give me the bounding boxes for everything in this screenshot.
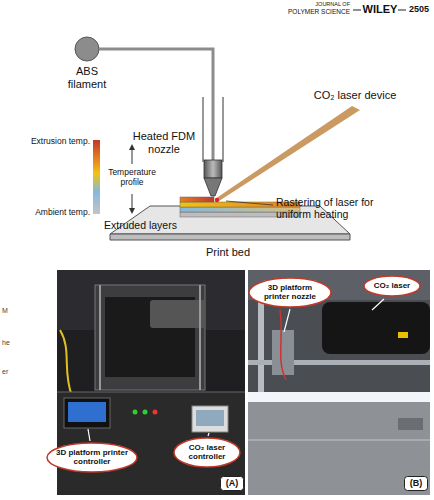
outline-shape: [221, 476, 244, 490]
panel-letter: (A): [222, 476, 242, 488]
caption-fragment: M: [2, 307, 16, 315]
callout-text: CO₂ laser controller: [180, 437, 234, 461]
part-label: Print bed: [188, 246, 268, 259]
page-number: 2505: [406, 4, 432, 14]
callout-oval: 3D platform printer controller: [46, 442, 138, 473]
legend-label: Temperature profile: [104, 168, 160, 188]
callout-oval: 3D platform printer nozzle: [248, 277, 332, 308]
outline-shape: [364, 276, 420, 296]
callout-text: 3D platform printer nozzle: [257, 277, 324, 301]
journal-name: JOURNAL OF: [290, 1, 350, 7]
caption-fragment: he: [2, 339, 16, 347]
outline-shape: [405, 476, 428, 490]
callout-text: 3D platform printer controller: [55, 442, 129, 466]
outline-shape: [47, 443, 137, 472]
outline-shape: [174, 438, 240, 467]
part-label: CO₂ laser device: [300, 89, 410, 102]
part-label: ABS filament: [57, 65, 117, 90]
panel-tag: (B): [404, 476, 428, 491]
legend-label: Extrusion temp.: [22, 137, 90, 147]
panel-tag: (A): [220, 476, 244, 491]
journal-name: POLYMER SCIENCE: [280, 8, 350, 15]
callout-oval: CO₂ laser controller: [173, 437, 241, 468]
callout-oval: CO₂ laser: [363, 275, 421, 297]
part-label: Rastering of laser for uniform heating: [276, 196, 396, 220]
callout-text: CO₂ laser: [369, 275, 415, 290]
legend-label: Ambient temp.: [22, 208, 90, 218]
panel-letter: (B): [406, 476, 426, 488]
part-label: Heated FDM nozzle: [128, 130, 200, 155]
caption-fragment: er: [2, 368, 16, 376]
publisher-name: WILEY: [362, 3, 398, 16]
outline-shape: [249, 278, 331, 307]
part-label: Extruded layers: [104, 219, 180, 231]
